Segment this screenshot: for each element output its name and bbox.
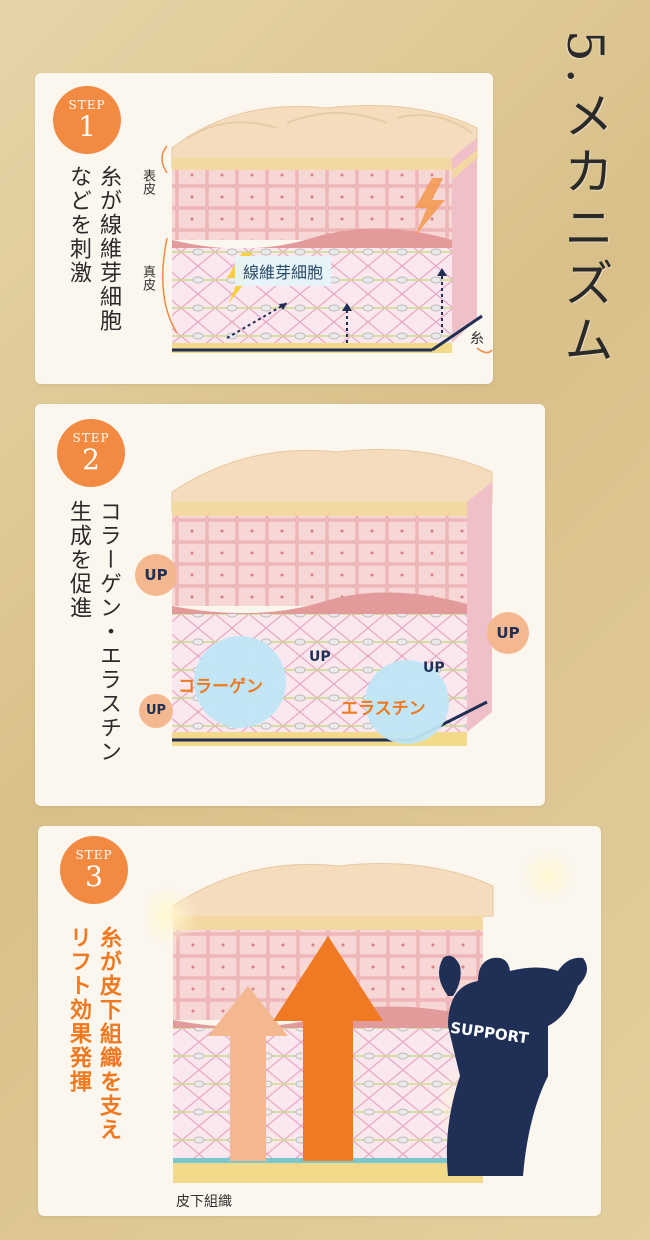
step-2-description: コラーゲン・エラスチン 生成を促進: [63, 500, 123, 800]
step-3-text-line2: リフト効果発揮: [66, 926, 92, 1094]
up-badge: UP: [135, 554, 177, 596]
step-3-card: STEP 3 糸が皮下組織を支え リフト効果発揮: [38, 826, 601, 1216]
step-number: 1: [78, 110, 96, 143]
page-title: 5.メカニズム: [556, 30, 614, 370]
subcutaneous-label: 皮下組織: [176, 1194, 232, 1210]
thread-label: 糸: [470, 331, 484, 347]
step-2-badge: STEP 2: [57, 419, 125, 487]
step-2-card: STEP 2 コラーゲン・エラスチン 生成を促進: [35, 404, 545, 806]
step-label: STEP: [72, 431, 110, 445]
up-badge: UP: [139, 694, 173, 728]
step-2-text-line2: 生成を促進: [66, 500, 91, 620]
skin-diagram-3: [148, 850, 587, 1183]
up-label: UP: [423, 660, 445, 676]
epidermis-label: 表皮: [140, 169, 155, 195]
dermis-label: 真皮: [140, 265, 155, 291]
step-1-badge: STEP 1: [53, 86, 121, 154]
step-label: STEP: [68, 98, 106, 112]
step-1-description: 糸が線維芽細胞 などを刺激: [63, 165, 123, 365]
skin-diagram-1: [161, 105, 493, 354]
up-badge: UP: [487, 612, 529, 654]
step-1-text-line1: 糸が線維芽細胞: [96, 165, 121, 333]
elastin-label: エラスチン: [341, 699, 426, 719]
step-number: 3: [85, 860, 103, 893]
step-1-card: STEP 1 糸が線維芽細胞 などを刺激 表皮 真皮: [35, 73, 493, 384]
step-3-badge: STEP 3: [60, 836, 128, 904]
skin-diagram-2: [171, 449, 493, 746]
step-label: STEP: [75, 848, 113, 862]
step-number: 2: [82, 443, 100, 476]
step-3-description: 糸が皮下組織を支え リフト効果発揮: [64, 926, 124, 1186]
step-3-text-line1: 糸が皮下組織を支え: [96, 926, 122, 1142]
step-1-text-line2: などを刺激: [66, 165, 91, 285]
up-label: UP: [309, 649, 331, 665]
fibroblast-label: 線維芽細胞: [235, 256, 332, 286]
collagen-label: コラーゲン: [178, 677, 263, 697]
step-2-text-line1: コラーゲン・エラスチン: [96, 500, 121, 764]
